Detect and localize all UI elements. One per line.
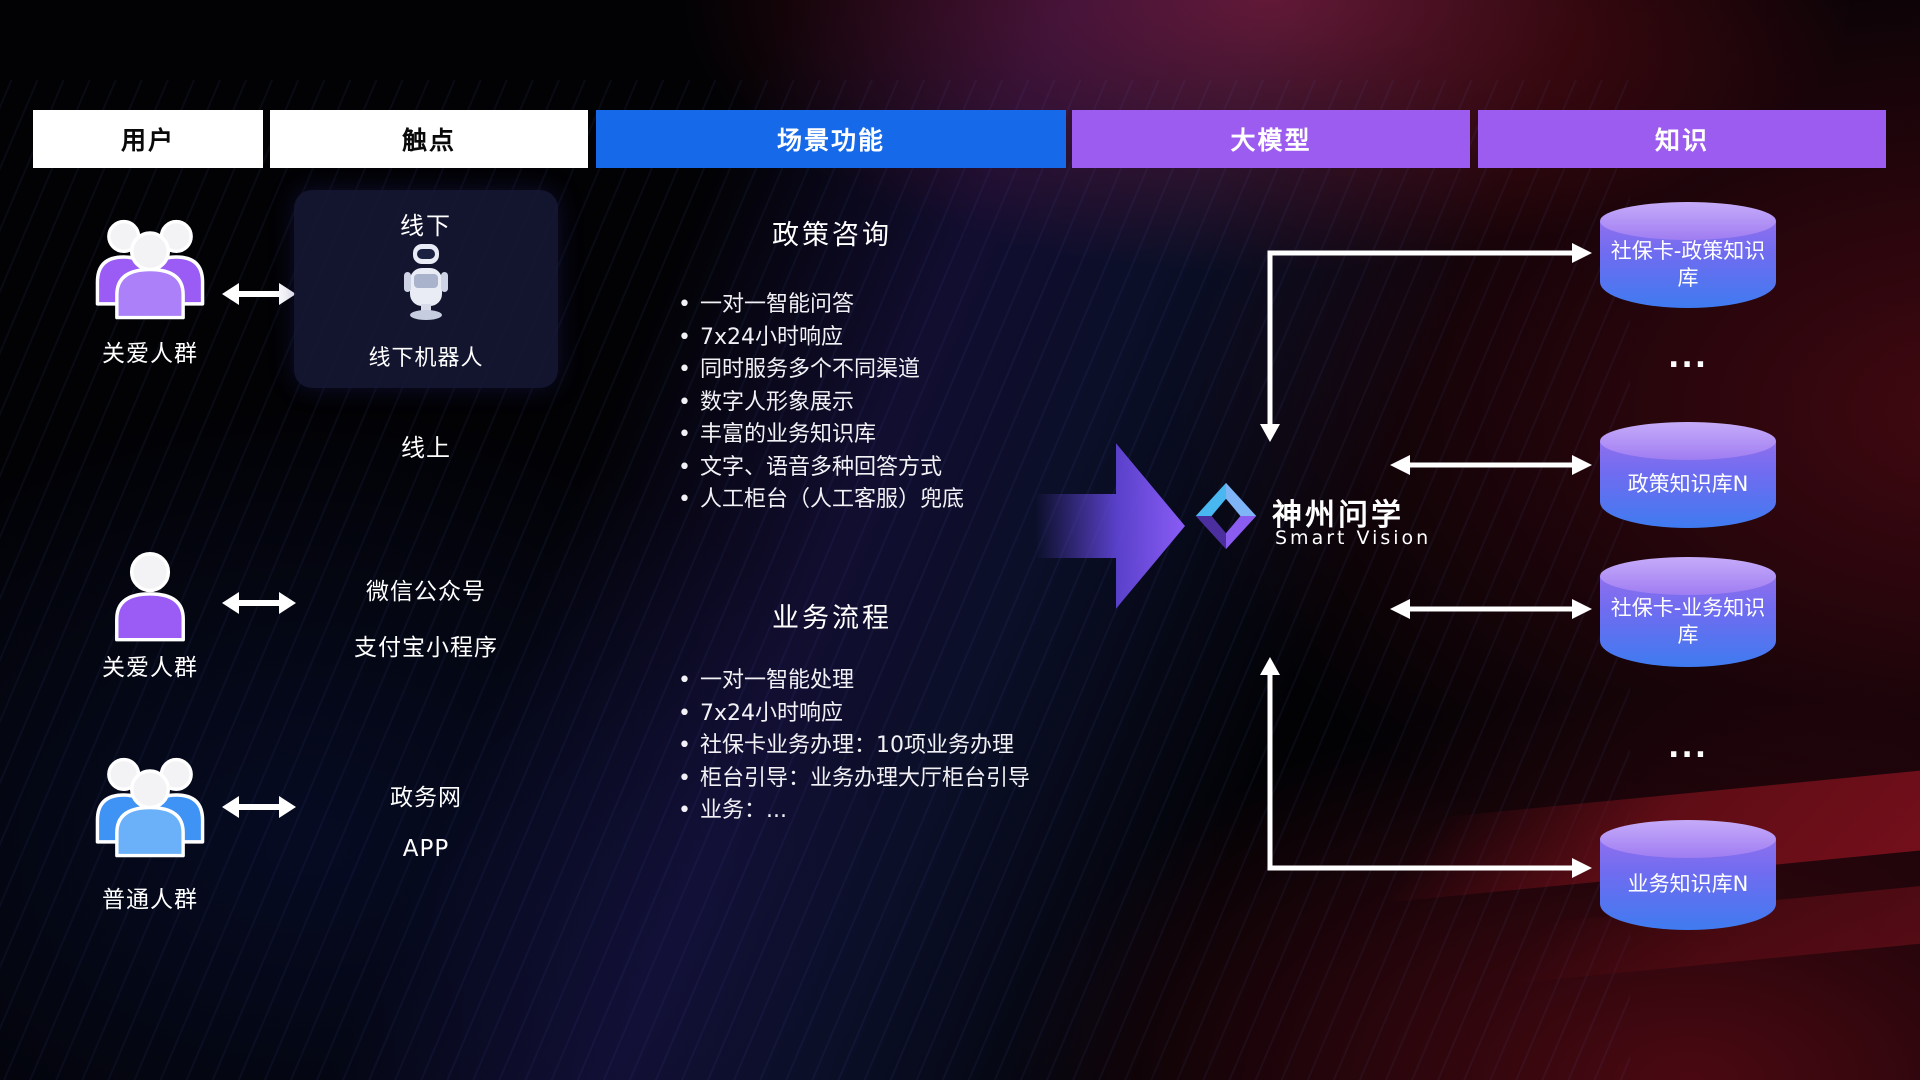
knowledge-db-business-ssc: 社保卡-业务知识库 — [1600, 557, 1776, 667]
list-item: 同时服务多个不同渠道 — [676, 354, 964, 387]
knowledge-db-label: 业务知识库N — [1627, 872, 1749, 897]
list-item: 7x24小时响应 — [676, 322, 964, 355]
list-item: 文字、语音多种回答方式 — [676, 452, 964, 485]
offline-title: 线下 — [400, 212, 452, 240]
cylinder-top — [1600, 820, 1776, 858]
policy-consult-list: 一对一智能问答 7x24小时响应 同时服务多个不同渠道 数字人形象展示 丰富的业… — [676, 289, 964, 517]
list-item: 丰富的业务知识库 — [676, 419, 964, 452]
touchpoint-wechat: 微信公众号 — [366, 579, 486, 605]
user-label-care-group-2: 关爱人群 — [102, 655, 198, 681]
knowledge-db-policy-n: 政策知识库N — [1600, 422, 1776, 528]
cylinder-top — [1600, 422, 1776, 460]
list-item: 一对一智能处理 — [676, 665, 1030, 698]
list-item: 业务：... — [676, 795, 1030, 828]
user-label-general-group: 普通人群 — [102, 887, 198, 913]
knowledge-db-policy-ssc: 社保卡-政策知识库 — [1600, 202, 1776, 308]
business-process-list: 一对一智能处理 7x24小时响应 社保卡业务办理：10项业务办理 柜台引导：业务… — [676, 665, 1030, 828]
list-item: 人工柜台（人工客服）兜底 — [676, 484, 964, 517]
cylinder-top — [1600, 202, 1776, 240]
group-people-purple-icon — [95, 219, 205, 320]
model-knowledge-connectors — [1260, 243, 1592, 878]
list-item: 一对一智能问答 — [676, 289, 964, 322]
background-diagonal-streaks — [0, 80, 1630, 1080]
header-users: 用户 — [33, 110, 263, 168]
header-scene-functions: 场景功能 — [596, 110, 1066, 168]
group-people-blue-icon — [95, 757, 205, 858]
knowledge-db-label: 政策知识库N — [1627, 472, 1749, 497]
list-item: 社保卡业务办理：10项业务办理 — [676, 730, 1030, 763]
arrow-model-db1 — [1260, 243, 1592, 442]
single-person-purple-icon — [115, 552, 185, 642]
robot-icon — [404, 244, 448, 320]
policy-consult-title: 政策咨询 — [772, 220, 892, 251]
arrow-model-db3 — [1390, 599, 1592, 619]
header-large-model: 大模型 — [1072, 110, 1470, 168]
knowledge-db-label: 社保卡-业务知识库 — [1610, 595, 1766, 647]
model-subtitle: Smart Vision — [1275, 527, 1432, 549]
arrow-model-db4 — [1260, 657, 1592, 878]
touchpoint-alipay: 支付宝小程序 — [354, 635, 498, 661]
header-touchpoints: 触点 — [270, 110, 588, 168]
touchpoint-app: APP — [402, 836, 450, 862]
list-item: 数字人形象展示 — [676, 387, 964, 420]
online-title: 线上 — [401, 434, 451, 462]
diamond-logo-icon — [1195, 482, 1257, 550]
touchpoint-gov-web: 政务网 — [390, 785, 462, 811]
ellipsis: ... — [1668, 730, 1709, 765]
knowledge-db-business-n: 业务知识库N — [1600, 820, 1776, 930]
model-name: 神州问学 — [1272, 498, 1404, 533]
ellipsis: ... — [1668, 340, 1709, 375]
offline-robot-label: 线下机器人 — [368, 346, 484, 371]
arrow-model-db2 — [1390, 455, 1592, 475]
business-process-title: 业务流程 — [772, 603, 892, 634]
knowledge-db-label: 社保卡-政策知识库 — [1610, 238, 1766, 290]
user-label-care-group-1: 关爱人群 — [102, 341, 198, 367]
bidirectional-arrow-icon — [222, 592, 296, 614]
list-item: 柜台引导：业务办理大厅柜台引导 — [676, 763, 1030, 796]
bidirectional-arrow-icon — [222, 796, 296, 818]
list-item: 7x24小时响应 — [676, 698, 1030, 731]
cylinder-top — [1600, 557, 1776, 595]
bidirectional-arrow-icon — [222, 283, 296, 305]
header-knowledge: 知识 — [1478, 110, 1886, 168]
offline-robot-card: 线下 线下机器人 — [294, 190, 558, 388]
